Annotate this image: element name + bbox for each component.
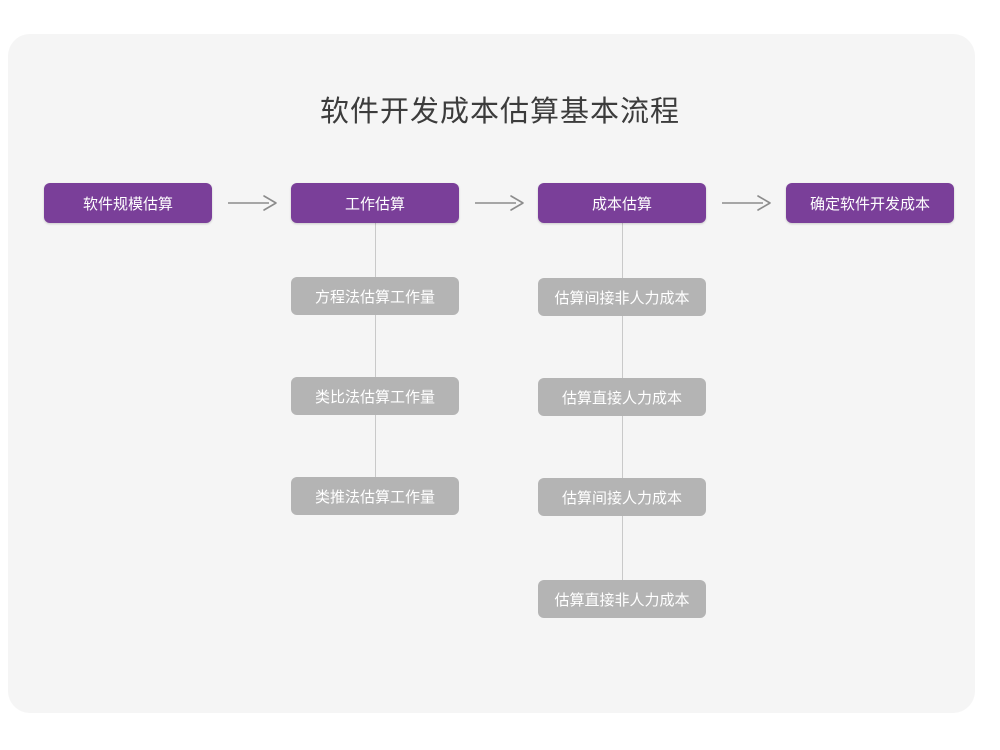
- substep-node-stage-3-4[interactable]: 估算直接非人力成本: [538, 580, 706, 618]
- substep-node-label: 估算直接人力成本: [561, 389, 682, 407]
- substep-node-label: 估算间接人力成本: [561, 489, 682, 507]
- flow-node-stage-1[interactable]: 软件规模估算: [44, 183, 212, 223]
- right-arrow-icon: [228, 191, 277, 215]
- substep-node-label: 类比法估算工作量: [314, 388, 435, 406]
- flow-node-stage-2[interactable]: 工作估算: [291, 183, 459, 223]
- diagram-card: [8, 34, 975, 713]
- flow-node-label: 工作估算: [344, 195, 405, 213]
- substep-node-stage-3-3[interactable]: 估算间接人力成本: [538, 478, 706, 516]
- substep-node-stage-3-2[interactable]: 估算直接人力成本: [538, 378, 706, 416]
- flow-node-label: 确定软件开发成本: [809, 195, 930, 213]
- flow-node-label: 软件规模估算: [82, 195, 173, 213]
- substep-node-label: 估算间接非人力成本: [554, 289, 690, 307]
- connector-line-stage-3: [621, 223, 623, 618]
- substep-node-stage-2-1[interactable]: 方程法估算工作量: [291, 277, 459, 315]
- substep-node-stage-2-3[interactable]: 类推法估算工作量: [291, 477, 459, 515]
- substep-node-stage-3-1[interactable]: 估算间接非人力成本: [538, 278, 706, 316]
- flow-node-stage-4[interactable]: 确定软件开发成本: [786, 183, 954, 223]
- flow-node-stage-3[interactable]: 成本估算: [538, 183, 706, 223]
- diagram-title: 软件开发成本估算基本流程: [319, 96, 680, 128]
- connector-line-stage-2: [374, 223, 376, 515]
- substep-node-label: 估算直接非人力成本: [554, 591, 690, 609]
- flow-node-label: 成本估算: [591, 195, 652, 213]
- right-arrow-icon: [475, 191, 524, 215]
- right-arrow-icon: [722, 191, 771, 215]
- substep-node-stage-2-2[interactable]: 类比法估算工作量: [291, 377, 459, 415]
- substep-node-label: 方程法估算工作量: [314, 288, 435, 306]
- substep-node-label: 类推法估算工作量: [314, 488, 435, 506]
